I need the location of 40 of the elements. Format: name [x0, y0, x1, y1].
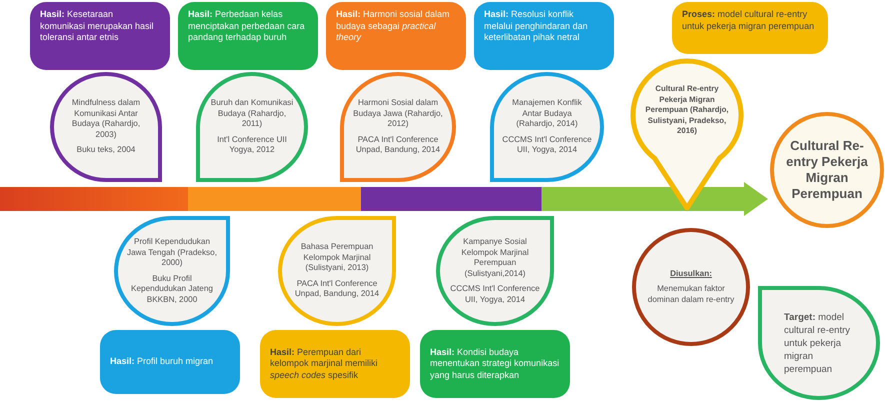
publication-circle: [340, 72, 456, 182]
timeline-arrow: [0, 182, 768, 216]
callout-text: Hasil: Kondisi budaya menentukan strategi komunikasi yang harus diterapkan: [430, 346, 560, 382]
publication-title: Manajemen Konflik Antar Budaya (Rahardjo, 2014): [511, 98, 583, 130]
result-callout-box: [326, 2, 466, 70]
callout-text: Hasil: Resolusi konflik melalui penghindaran dan keterlibatan pihak netral: [484, 9, 589, 44]
proposal-text: Menemukan faktor dominan dalam re-entry: [646, 284, 736, 306]
result-callout-box: [420, 330, 570, 398]
publication-circle: [196, 72, 308, 182]
publication-circle: [50, 72, 162, 182]
publication-title: Profil Kependudukan Jawa Tengah (Pradekso, 2000): [126, 237, 218, 268]
callout-text: Hasil: Perempuan dari kelompok marjinal memiliki speech codes spesifik: [270, 346, 379, 382]
result-callout-box: [672, 2, 828, 54]
publication-venue: CCCMS Int'l Conference UII, Yogya, 2014: [502, 134, 592, 156]
result-callout-box: [30, 2, 170, 70]
proposal-heading: Diusulkan:: [670, 268, 712, 280]
location-pin-marker: [630, 58, 744, 210]
publication-venue: Buku Profil Kependudukan Jateng BKKBN, 2000: [130, 274, 214, 305]
publication-venue: PACA Int'l Conference Unpad, Bandung, 2014: [294, 278, 380, 300]
publication-title: Buruh dan Komunikasi Budaya (Rahardjo, 2011): [210, 98, 294, 130]
result-callout-box: [100, 330, 240, 394]
result-callout-box: [178, 2, 318, 70]
goal-title: Cultural Re-entry Pekerja Migran Perempuan: [785, 138, 869, 202]
callout-text: Hasil: Kesetaraan komunikasi merupakan hasil toleransi antar etnis: [40, 9, 155, 44]
publication-venue: CCCMS Int'l Conference UII, Yogya, 2014: [449, 284, 541, 305]
callout-text: Proses: model cultural re-entry untuk pekerja migran perempuan: [682, 9, 816, 32]
publication-venue: PACA Int'l Conference Unpad, Bandung, 2014: [354, 134, 442, 156]
callout-text: Hasil: Harmoni sosial dalam budaya sebagai practical theory: [336, 9, 451, 44]
publication-title: Mindfulness dalam Komunikasi Antar Budaya (Rahardjo, 2003): [70, 98, 142, 140]
result-callout-box: [474, 2, 614, 70]
publication-title: Kampanye Sosial Kelompok Marjinal Perempuan (Sulistyani,2014): [460, 237, 530, 279]
publication-venue: Buku teks, 2004: [76, 145, 136, 156]
callout-text: Hasil: Perbedaan kelas menciptakan perbedaan cara pandang terhadap buruh: [188, 9, 306, 44]
publication-venue: Int'l Conference UII Yogya, 2012: [216, 134, 288, 156]
publication-title: Harmoni Sosial dalam Budaya Jawa (Rahardjo, 2012): [352, 98, 444, 130]
callout-text: Hasil: Profil buruh migran: [110, 356, 214, 368]
publication-title: Bahasa Perempuan Kelompok Marjinal (Sulistyani, 2013): [300, 242, 374, 274]
target-text: Target: model cultural re-entry untuk pekerja migran perempuan: [784, 310, 851, 376]
publication-circle: [490, 72, 604, 182]
result-callout-box: [260, 330, 410, 398]
